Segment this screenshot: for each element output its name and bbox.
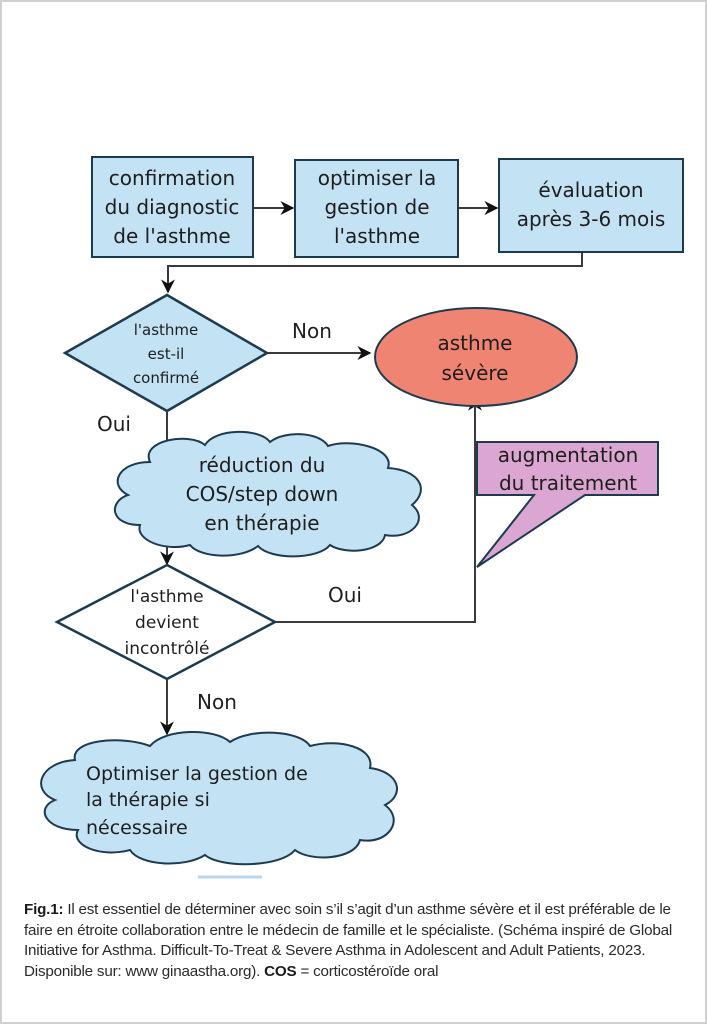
svg-text:évaluation: évaluation	[538, 178, 643, 202]
figure-label: Fig.1:	[24, 901, 64, 918]
node-step-down: réduction du COS/step down en thérapie	[113, 430, 422, 558]
node-text-line: la thérapie si	[86, 789, 210, 811]
node-text-line: asthme	[438, 331, 513, 355]
node-text-line: du traitement	[499, 471, 637, 495]
svg-text:sévère: sévère	[442, 361, 509, 385]
node-text-line: Optimiser la gestion de	[86, 763, 308, 785]
node-text-line: l'asthme	[334, 224, 420, 248]
abbreviation-definition: = corticostéroïde oral	[296, 962, 439, 980]
node-text-line: incontrôlé	[125, 639, 210, 659]
node-evaluation: évaluation après 3-6 mois	[498, 158, 684, 253]
svg-text:l'asthme: l'asthme	[334, 224, 420, 248]
connectors	[160, 201, 583, 736]
svg-text:nécessaire: nécessaire	[86, 817, 188, 839]
node-text-line: du diagnostic	[105, 195, 240, 219]
node-optimise-management: optimiser la gestion de l'asthme	[294, 159, 459, 258]
svg-text:après 3-6 mois: après 3-6 mois	[517, 207, 666, 231]
svg-text:l'asthme: l'asthme	[130, 587, 203, 607]
node-text-line: nécessaire	[86, 817, 188, 839]
node-text-line: confirmation	[109, 166, 235, 190]
svg-text:optimiser la: optimiser la	[318, 166, 437, 190]
arrow-evaluation-to-decision	[161, 252, 583, 294]
node-text-line: confirmé	[133, 369, 199, 387]
node-text-line: augmentation	[498, 443, 639, 467]
node-increase-treatment: augmentation du traitement	[476, 441, 659, 568]
node-text-line: est-il	[148, 345, 185, 363]
node-text-line: en thérapie	[204, 511, 319, 535]
node-text-line: l'asthme	[134, 321, 199, 339]
arrow-uncontrolled-to-severe	[275, 396, 482, 623]
caption-source: Disponible sur: www ginaastha.org).	[24, 962, 265, 980]
node-text-line: COS/step down	[186, 482, 339, 506]
node-text-line: de l'asthme	[113, 224, 230, 248]
svg-text:devient: devient	[135, 613, 199, 633]
node-severe-asthma: asthme sévère	[374, 307, 578, 407]
edge-label-oui: Oui	[328, 583, 362, 607]
node-text-line: optimiser la	[318, 166, 437, 190]
svg-text:réduction du: réduction du	[199, 453, 326, 477]
node-text-line: devient	[135, 613, 199, 633]
svg-text:du diagnostic: du diagnostic	[105, 195, 240, 219]
caption-text: Il est essentiel de déterminer avec soin…	[24, 901, 673, 959]
svg-text:l'asthme: l'asthme	[134, 321, 199, 339]
svg-text:de l'asthme: de l'asthme	[113, 224, 230, 248]
node-text-line: évaluation	[538, 178, 643, 202]
node-decision-confirmed: l'asthme est-il confirmé	[62, 293, 270, 413]
svg-text:du traitement: du traitement	[499, 471, 637, 495]
figure-caption: Fig.1: Il est essentiel de déterminer av…	[24, 900, 689, 982]
svg-text:confirmation: confirmation	[109, 166, 235, 190]
svg-text:est-il: est-il	[148, 345, 185, 363]
svg-text:COS/step down: COS/step down	[186, 482, 339, 506]
node-text-line: sévère	[442, 361, 509, 385]
node-decision-uncontrolled: l'asthme devient incontrôlé	[54, 563, 278, 681]
node-text-line: après 3-6 mois	[517, 207, 666, 231]
edge-label-oui: Oui	[97, 412, 131, 436]
svg-text:augmentation: augmentation	[498, 443, 639, 467]
edge-label-non: Non	[197, 690, 237, 714]
node-text-line: réduction du	[199, 453, 326, 477]
node-optimise-therapy: Optimiser la gestion de la thérapie si n…	[40, 731, 398, 879]
svg-text:Optimiser la gestion de: Optimiser la gestion de	[86, 763, 308, 785]
node-text-line: gestion de	[324, 195, 429, 219]
node-text-line: l'asthme	[130, 587, 203, 607]
svg-text:gestion de: gestion de	[324, 195, 429, 219]
svg-text:incontrôlé: incontrôlé	[125, 639, 210, 659]
node-confirm-diagnosis: confirmation du diagnostic de l'asthme	[91, 156, 254, 258]
svg-text:confirmé: confirmé	[133, 369, 199, 387]
svg-text:la thérapie si: la thérapie si	[86, 789, 210, 811]
abbreviation: COS	[264, 962, 297, 980]
svg-text:en thérapie: en thérapie	[204, 511, 319, 535]
svg-text:asthme: asthme	[438, 331, 513, 355]
edge-label-non: Non	[292, 319, 332, 343]
